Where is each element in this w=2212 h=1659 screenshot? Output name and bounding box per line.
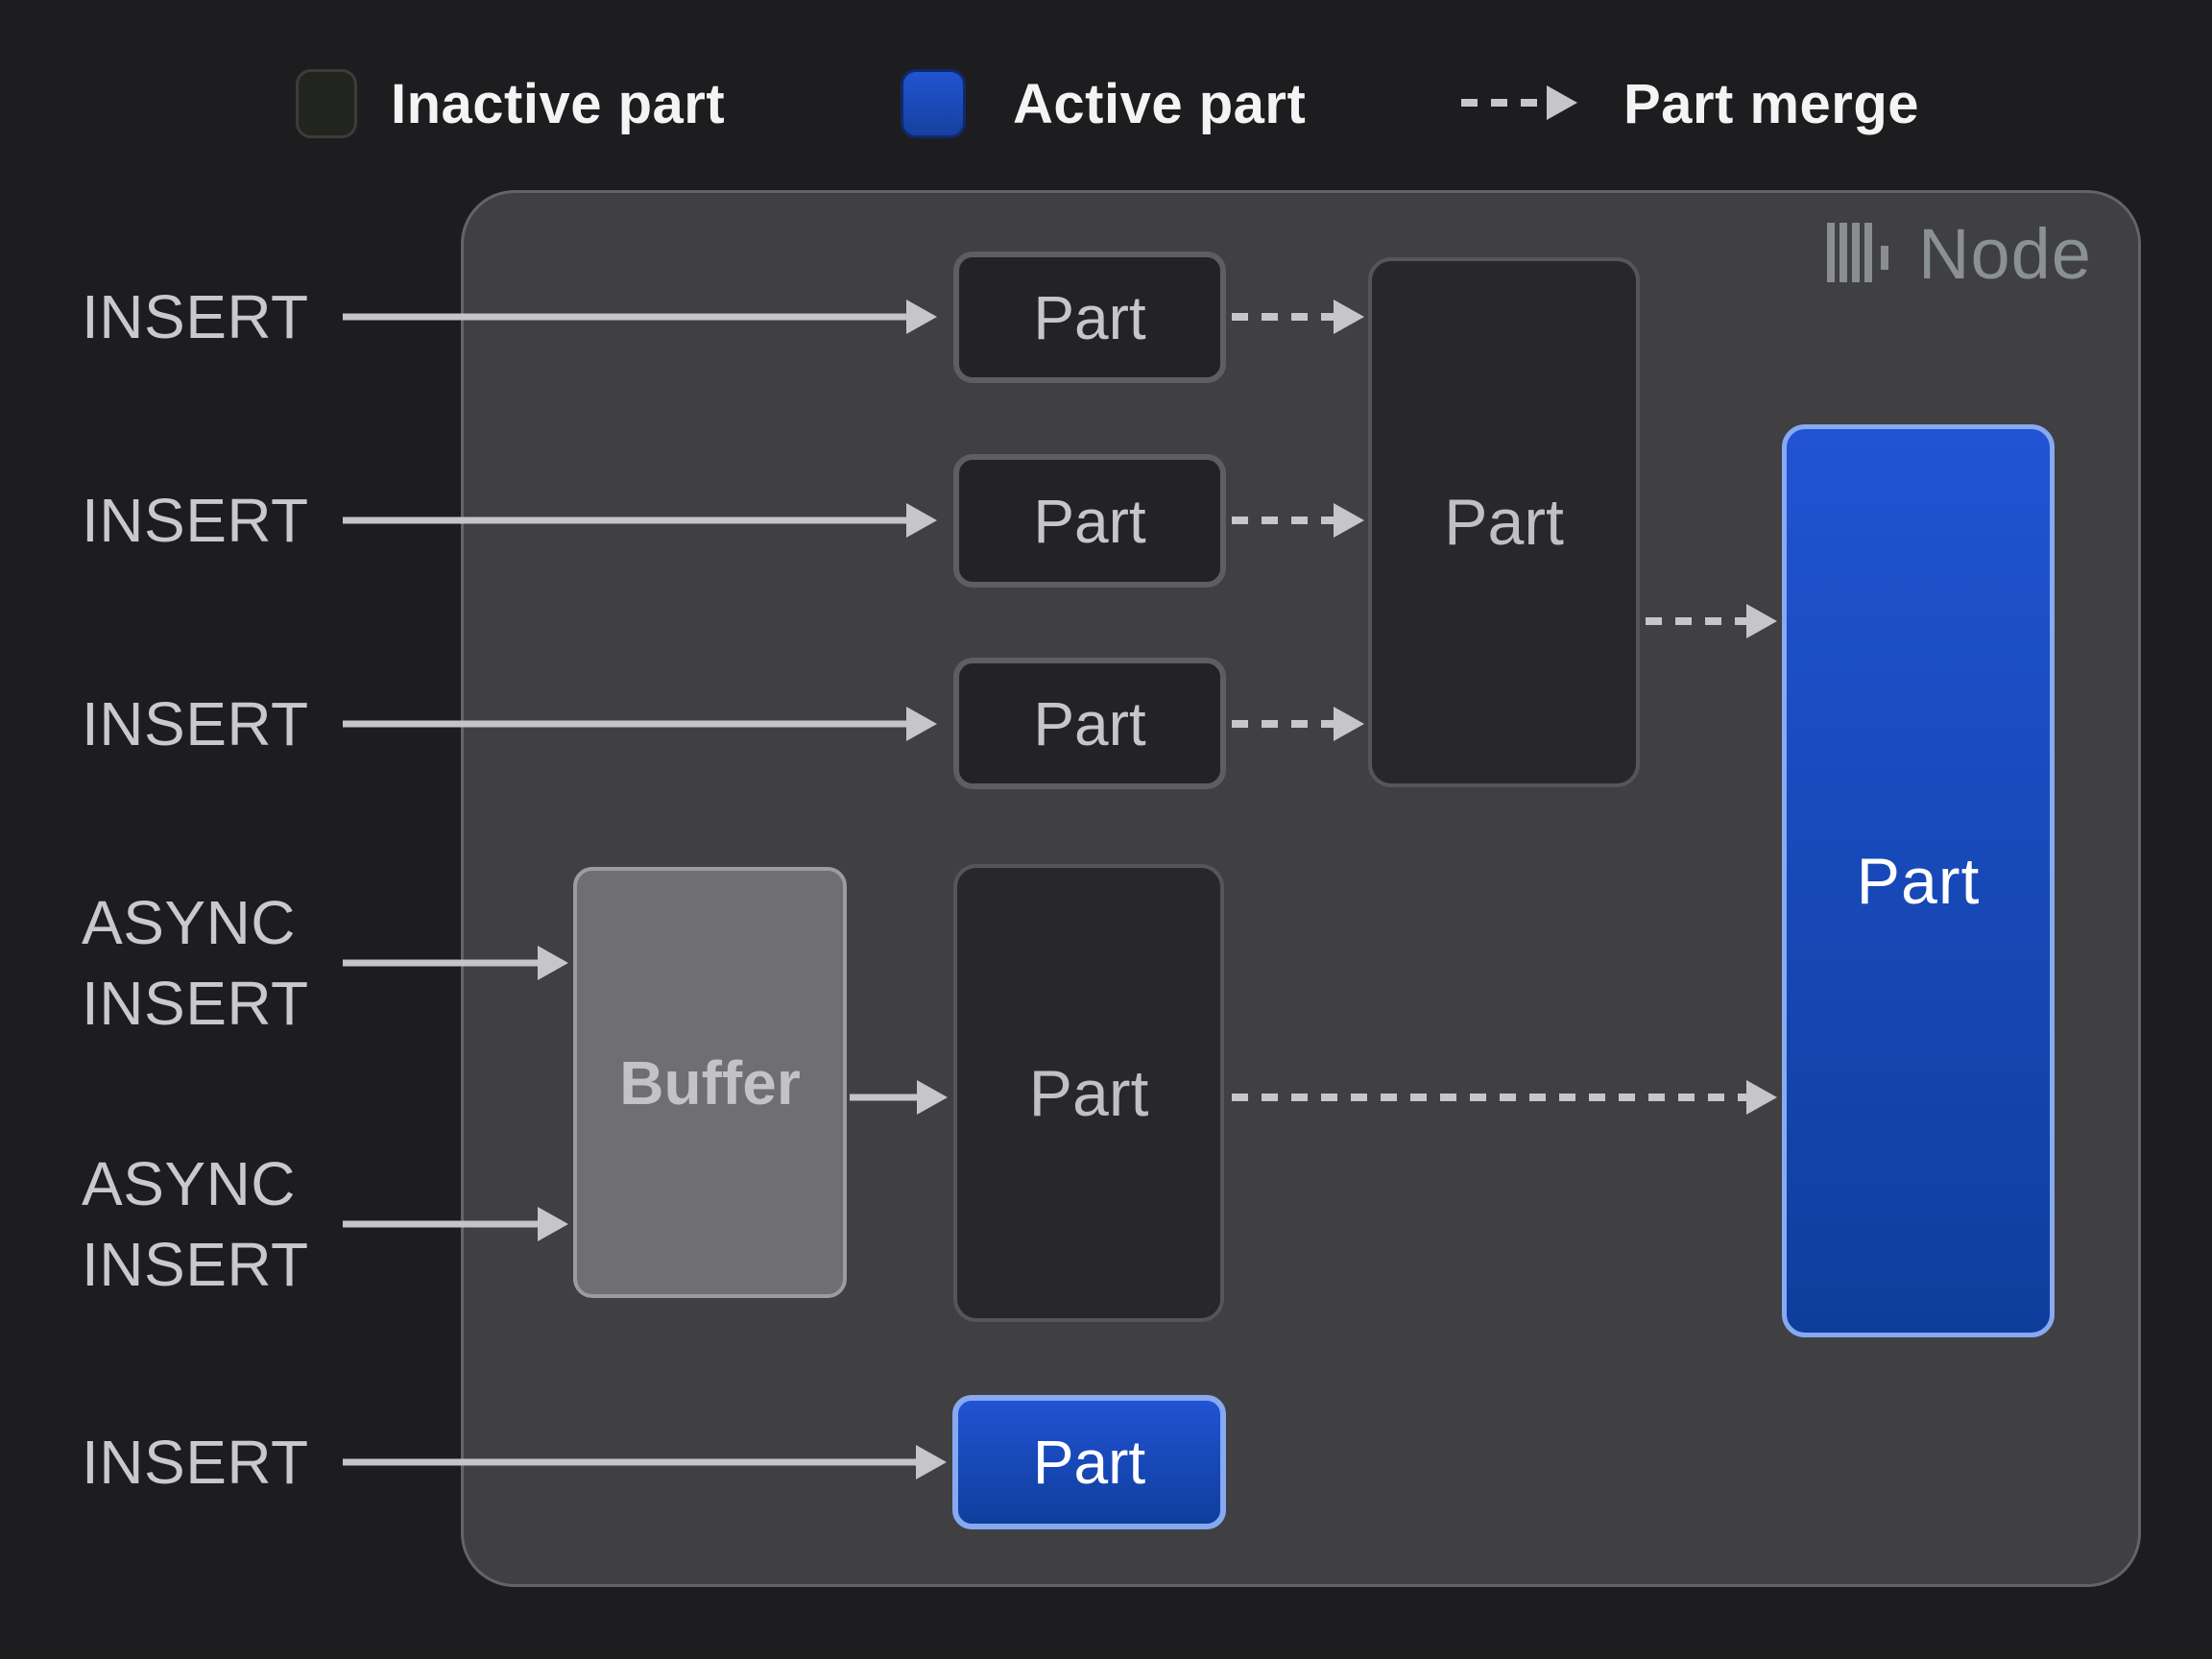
legend-label-inactive: Inactive part [391,72,726,135]
clickhouse-logo-icon [1827,223,1888,282]
merged-part-box: Part [1368,257,1640,787]
node-title: Node [1918,213,2092,294]
label-async-insert-2: ASYNC INSERT [82,1149,309,1299]
inactive-part-swatch-icon [296,69,357,138]
legend-label-part-merge: Part merge [1623,72,1920,135]
label-insert-1: INSERT [82,282,309,351]
label-insert-4: INSERT [82,1428,309,1497]
label-insert-2: INSERT [82,486,309,555]
active-part-box-tall: Part [1782,424,2055,1337]
part-label: Part [1033,486,1146,556]
part-label: Part [1856,844,1981,918]
part-label: Part [1028,1056,1149,1130]
legend-label-active: Active part [1013,72,1307,135]
active-part-box-bottom: Part [952,1395,1226,1529]
buffer-box: Buffer [573,867,847,1298]
active-part-swatch-icon [901,69,966,138]
part-label: Part [1032,1428,1146,1497]
inactive-part-box-2: Part [953,454,1226,588]
inactive-part-box-1: Part [953,252,1226,383]
part-label: Part [1444,486,1564,559]
part-label: Part [1033,282,1146,352]
part-label: Part [1033,688,1146,758]
label-insert-3: INSERT [82,689,309,758]
inactive-part-box-3: Part [953,658,1226,789]
label-async-insert-1: ASYNC INSERT [82,888,309,1038]
buffer-label: Buffer [619,1047,801,1118]
buffered-part-box: Part [953,864,1224,1322]
